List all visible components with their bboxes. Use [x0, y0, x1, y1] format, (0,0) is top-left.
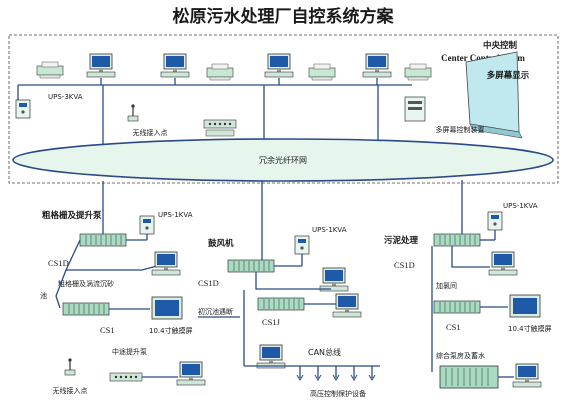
- network-switch-icon: [203, 119, 237, 129]
- workstation-icon: [362, 53, 392, 78]
- plc-cs1d-icon: [227, 259, 275, 273]
- central-wireless-label: 无线接入点: [133, 128, 168, 137]
- right-station-title: 污泥处理: [384, 235, 419, 246]
- mid-ups-label: UPS-1KVA: [312, 226, 347, 234]
- printer-icon: [308, 63, 336, 81]
- multi-screen-controller-icon: [404, 96, 426, 122]
- mid-cs1j-label: CS1J: [262, 317, 281, 327]
- can-bus-drops: [296, 366, 376, 381]
- mid-pump-label: 中途提升泵: [112, 347, 147, 356]
- left-station-title: 粗格栅及提升泵: [42, 210, 102, 221]
- left-ups-label: UPS-1KVA: [158, 211, 193, 219]
- wireless-antenna-icon: [127, 103, 139, 122]
- printer-icon: [36, 61, 64, 79]
- hv-protection-label: 高压控制保护设备: [310, 389, 366, 398]
- left-pool-label: 池: [40, 291, 47, 300]
- plc-cs1j-icon: [257, 297, 305, 311]
- plc-cs1d-icon: [433, 233, 481, 247]
- workstation-icon: [512, 363, 542, 388]
- workstation-icon: [160, 53, 190, 78]
- left-cs1-label: CS1: [100, 325, 115, 335]
- mid-station-title: 鼓风机: [208, 238, 234, 249]
- central-title-cn: 中央控制: [483, 40, 518, 51]
- printer-icon: [404, 63, 432, 81]
- workstation-icon: [176, 361, 206, 386]
- plc-cs1-icon: [433, 300, 481, 314]
- workstation-icon: [319, 267, 349, 292]
- touchscreen-icon: [509, 294, 541, 318]
- right-ups-label: UPS-1KVA: [503, 202, 538, 210]
- workstation-icon: [256, 344, 286, 369]
- chlorination-label: 加氯间: [436, 281, 457, 290]
- workstation-icon: [488, 251, 518, 276]
- video-wall: [465, 51, 523, 139]
- pumphouse-plc-rack: [439, 365, 499, 389]
- network-switch-icon: [109, 372, 143, 382]
- touchscreen-icon: [151, 296, 183, 320]
- left-touch-label: 10.4寸触摸屏: [149, 326, 193, 335]
- ups-icon: [294, 235, 310, 255]
- left-pc-label: 粗格栅及涡流沉砂: [58, 279, 114, 288]
- multi-screen-display-label: 多屏幕显示: [487, 70, 530, 81]
- ups-icon: [487, 211, 503, 231]
- page-title: 松原污水处理厂自控系统方案: [173, 6, 395, 27]
- wireless-antenna-icon: [64, 357, 76, 376]
- workstation-icon: [86, 53, 116, 78]
- plc-cs1-icon: [62, 302, 110, 316]
- central-ups-label: UPS-3KVA: [48, 93, 83, 101]
- right-cs1-label: CS1: [446, 322, 461, 332]
- can-bus-label: CAN总线: [308, 347, 341, 357]
- central-control-region: [8, 34, 559, 184]
- ups-icon: [15, 99, 31, 119]
- workstation-icon: [264, 53, 294, 78]
- left-wireless-label: 无线接入点: [53, 386, 88, 395]
- ups-icon: [139, 215, 155, 235]
- sedimentation-label: 初沉池遇断: [198, 307, 233, 316]
- right-cs1d-label: CS1D: [394, 260, 415, 270]
- fiber-ring-network: [12, 138, 554, 182]
- central-title-en: Center Control Room: [441, 53, 525, 63]
- right-touch-label: 10.4寸触摸屏: [508, 324, 552, 333]
- workstation-icon: [332, 293, 362, 318]
- multi-screen-controller-label: 多屏幕控制装置: [436, 125, 485, 134]
- left-cs1d-label: CS1D: [48, 258, 69, 268]
- mid-cs1d-label: CS1D: [198, 278, 219, 288]
- workstation-icon: [151, 251, 181, 276]
- plc-cs1d-icon: [79, 233, 127, 247]
- printer-icon: [206, 63, 234, 81]
- fiber-ring-label: 冗余光纤环网: [259, 155, 307, 165]
- pumphouse-label: 综合泵房及蓄水: [436, 351, 485, 360]
